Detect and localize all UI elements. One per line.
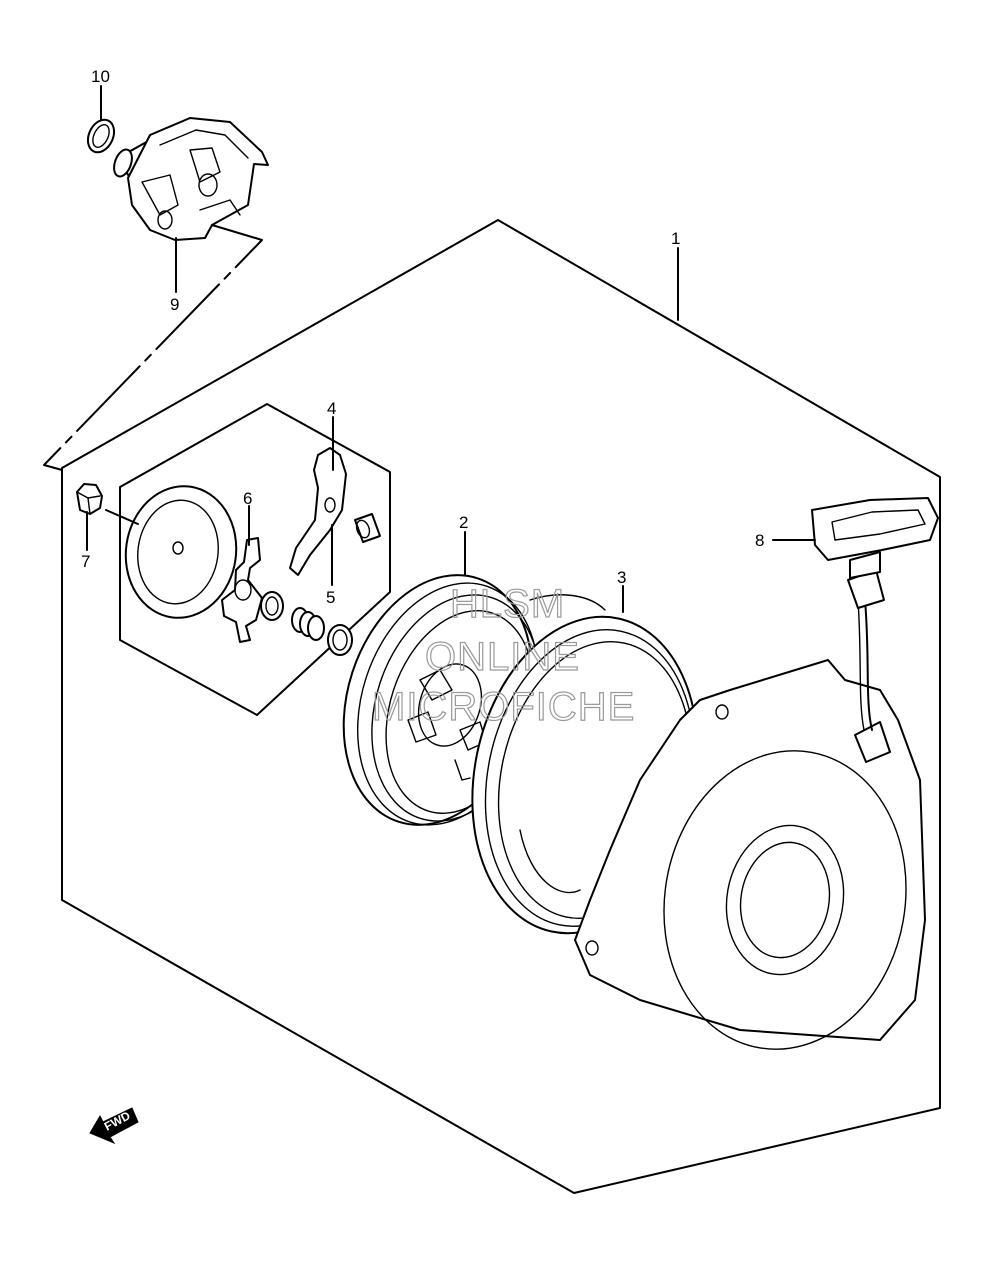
callout-7: 7: [81, 552, 90, 571]
watermark-line-1: HLSM: [450, 582, 565, 626]
spring-part: [260, 591, 353, 656]
pin-part: [354, 513, 381, 543]
callout-1: 1: [671, 229, 680, 248]
callout-4: 4: [327, 399, 336, 418]
watermark: HLSM ONLINE MICROFICHE: [371, 581, 635, 729]
watermark-line-2: ONLINE: [425, 635, 580, 679]
callout-10: 10: [91, 67, 110, 86]
callout-9: 9: [170, 295, 179, 314]
assembly-outline: [61, 219, 941, 1194]
pawl-part: [289, 447, 347, 576]
starter-handle-part: [811, 497, 939, 731]
ratchet-part: [113, 117, 269, 241]
o-ring-part: [86, 118, 116, 154]
leader-dashed-ratchet: [43, 224, 263, 471]
starter-case-part: [574, 659, 926, 1050]
callout-5: 5: [326, 588, 335, 607]
callout-3: 3: [617, 568, 626, 587]
callout-2: 2: [459, 513, 468, 532]
plate-part: [124, 485, 238, 619]
flange-nut-part: [76, 483, 103, 515]
subassembly-outline: [119, 403, 391, 716]
leader-lines: [86, 85, 816, 613]
forward-arrow: FWD: [89, 1107, 139, 1145]
guide-part: [221, 537, 263, 643]
callout-8: 8: [755, 531, 764, 550]
watermark-line-3: MICROFICHE: [372, 685, 635, 729]
callout-labels: 1 2 3 4 5 6 7 8 9 10: [81, 67, 764, 607]
callout-6: 6: [243, 489, 252, 508]
